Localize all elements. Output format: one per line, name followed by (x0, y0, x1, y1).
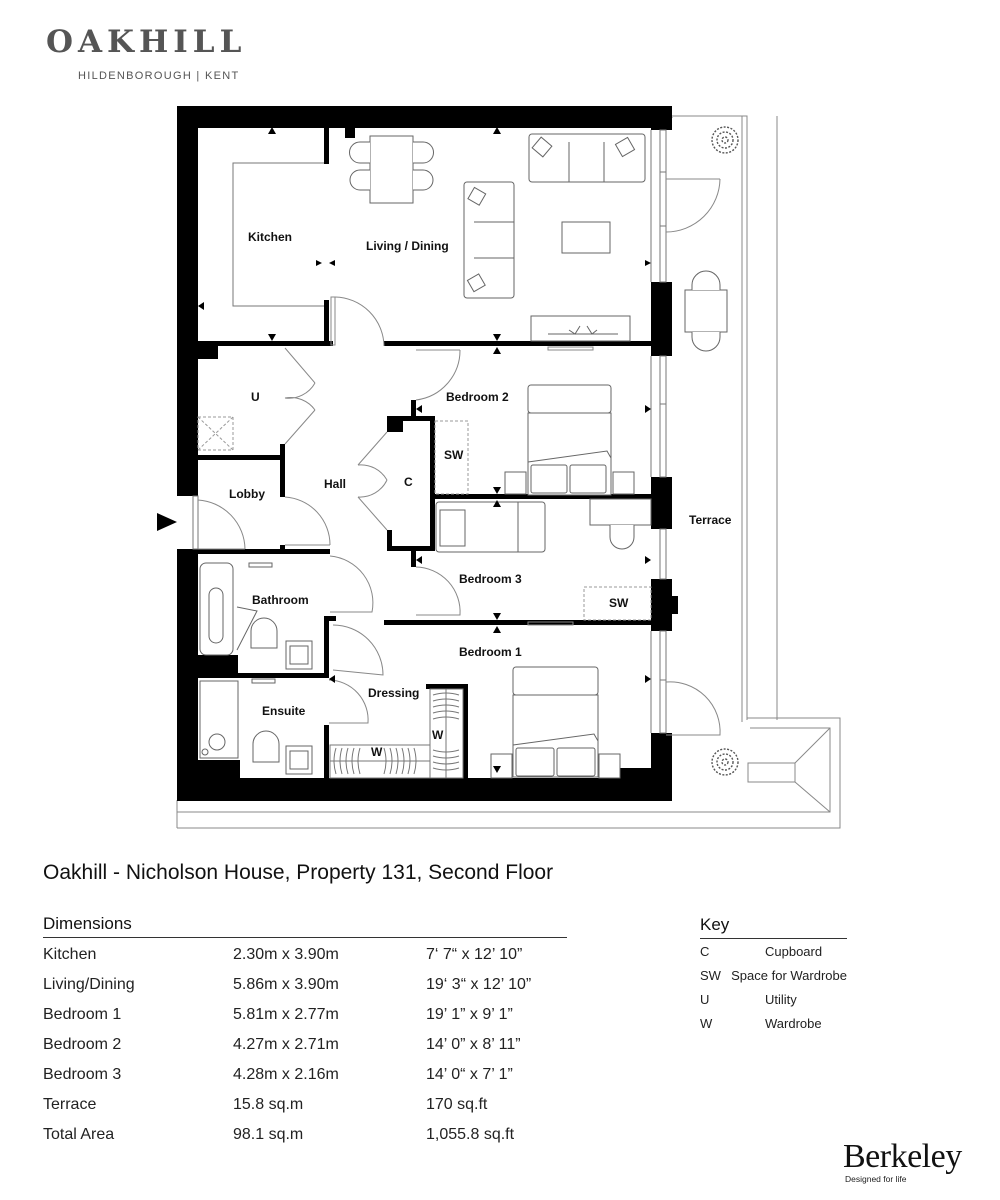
page-title: Oakhill - Nicholson House, Property 131,… (43, 861, 554, 884)
label-bedroom-3: Bedroom 3 (459, 572, 522, 586)
metric-size: 98.1 sq.m (233, 1126, 304, 1143)
label-cupboard: C (404, 475, 413, 489)
floor-plan: Kitchen Living / Dining U Bedroom 2 SW H… (157, 106, 841, 829)
label-bathroom: Bathroom (252, 593, 309, 607)
imperial-size: 19’ 1” x 9’ 1” (426, 1006, 513, 1023)
legend-code: C (700, 944, 710, 959)
room-name: Bedroom 1 (43, 1006, 122, 1023)
label-terrace: Terrace (689, 513, 732, 527)
label-lobby: Lobby (229, 487, 265, 501)
label-ensuite: Ensuite (262, 704, 306, 718)
developer-name: Berkeley (843, 1138, 962, 1175)
legend-meaning: Wardrobe (765, 1016, 822, 1031)
room-name: Bedroom 2 (43, 1036, 122, 1053)
dimensions-table: Dimensions Kitchen 2.30m x 3.90m 7‘ 7“ x… (43, 914, 567, 1150)
brand-name: OAKHILL (46, 24, 247, 60)
metric-size: 4.28m x 2.16m (233, 1066, 339, 1083)
space-for-wardrobe (197, 416, 652, 621)
table-row: Terrace 15.8 sq.m 170 sq.ft (43, 1090, 567, 1120)
label-living-dining: Living / Dining (366, 239, 449, 253)
metric-size: 4.27m x 2.71m (233, 1036, 339, 1053)
label-dressing: Dressing (368, 686, 419, 700)
legend-meaning: Cupboard (765, 944, 823, 959)
entrance-arrow-icon (157, 513, 177, 531)
imperial-size: 1,055.8 sq.ft (426, 1126, 515, 1143)
label-wardrobe-horizontal: W (371, 745, 383, 759)
legend-item: W Wardrobe (700, 1012, 847, 1036)
label-bedroom-1: Bedroom 1 (459, 645, 522, 659)
dimensions-heading: Dimensions (43, 914, 567, 938)
key-legend: Key C Cupboard SW Space for Wardrobe U U… (700, 915, 847, 1036)
imperial-size: 14’ 0“ x 7’ 1” (426, 1066, 513, 1083)
label-bedroom-2: Bedroom 2 (446, 390, 509, 404)
brand-logo: OAKHILL HILDENBOROUGH | KENT (46, 24, 246, 82)
key-heading: Key (700, 915, 847, 939)
label-sw-bedroom-3: SW (609, 596, 629, 610)
room-name: Terrace (43, 1096, 97, 1113)
label-wardrobe-vertical: W (432, 728, 444, 742)
room-name: Bedroom 3 (43, 1066, 122, 1083)
table-row: Kitchen 2.30m x 3.90m 7‘ 7“ x 12’ 10” (43, 940, 567, 970)
imperial-size: 7‘ 7“ x 12’ 10” (426, 946, 523, 963)
developer-logo: Berkeley Designed for life (843, 1138, 962, 1185)
legend-code: W (700, 1016, 713, 1031)
metric-size: 5.86m x 3.90m (233, 976, 339, 993)
legend-item: SW Space for Wardrobe (700, 964, 847, 988)
room-name: Total Area (43, 1126, 115, 1143)
legend-code: U (700, 992, 710, 1007)
legend-item: U Utility (700, 988, 847, 1012)
label-sw-bedroom-2: SW (444, 448, 464, 462)
metric-size: 5.81m x 2.77m (233, 1006, 339, 1023)
table-row: Bedroom 3 4.28m x 2.16m 14’ 0“ x 7’ 1” (43, 1060, 567, 1090)
windows (192, 129, 667, 734)
legend-meaning: Space for Wardrobe (731, 968, 847, 983)
legend-meaning: Utility (765, 992, 797, 1007)
imperial-size: 14’ 0” x 8’ 11” (426, 1036, 521, 1053)
label-kitchen: Kitchen (248, 230, 292, 244)
brand-location: HILDENBOROUGH | KENT (78, 70, 240, 82)
plant-icon (711, 126, 739, 776)
metric-size: 2.30m x 3.90m (233, 946, 339, 963)
imperial-size: 170 sq.ft (426, 1096, 488, 1113)
terrace-outline (176, 115, 841, 829)
legend-code: SW (700, 968, 721, 983)
walls (177, 106, 678, 801)
furniture (199, 133, 728, 779)
dimension-markers (198, 127, 651, 773)
table-row: Bedroom 1 5.81m x 2.77m 19’ 1” x 9’ 1” (43, 1000, 567, 1030)
table-row: Bedroom 2 4.27m x 2.71m 14’ 0” x 8’ 11” (43, 1030, 567, 1060)
wardrobe (329, 688, 464, 779)
table-row: Total Area 98.1 sq.m 1,055.8 sq.ft (43, 1120, 567, 1150)
room-labels: Kitchen Living / Dining U Bedroom 2 SW H… (229, 230, 732, 759)
table-row: Living/Dining 5.86m x 3.90m 19‘ 3“ x 12’… (43, 970, 567, 1000)
room-name: Living/Dining (43, 976, 135, 993)
room-name: Kitchen (43, 946, 97, 963)
label-utility: U (251, 390, 260, 404)
label-hall: Hall (324, 477, 346, 491)
legend-item: C Cupboard (700, 940, 847, 964)
doors (197, 178, 721, 736)
metric-size: 15.8 sq.m (233, 1096, 304, 1113)
imperial-size: 19‘ 3“ x 12’ 10” (426, 976, 532, 993)
developer-tagline: Designed for life (845, 1174, 907, 1184)
kitchen-counter (232, 162, 324, 307)
